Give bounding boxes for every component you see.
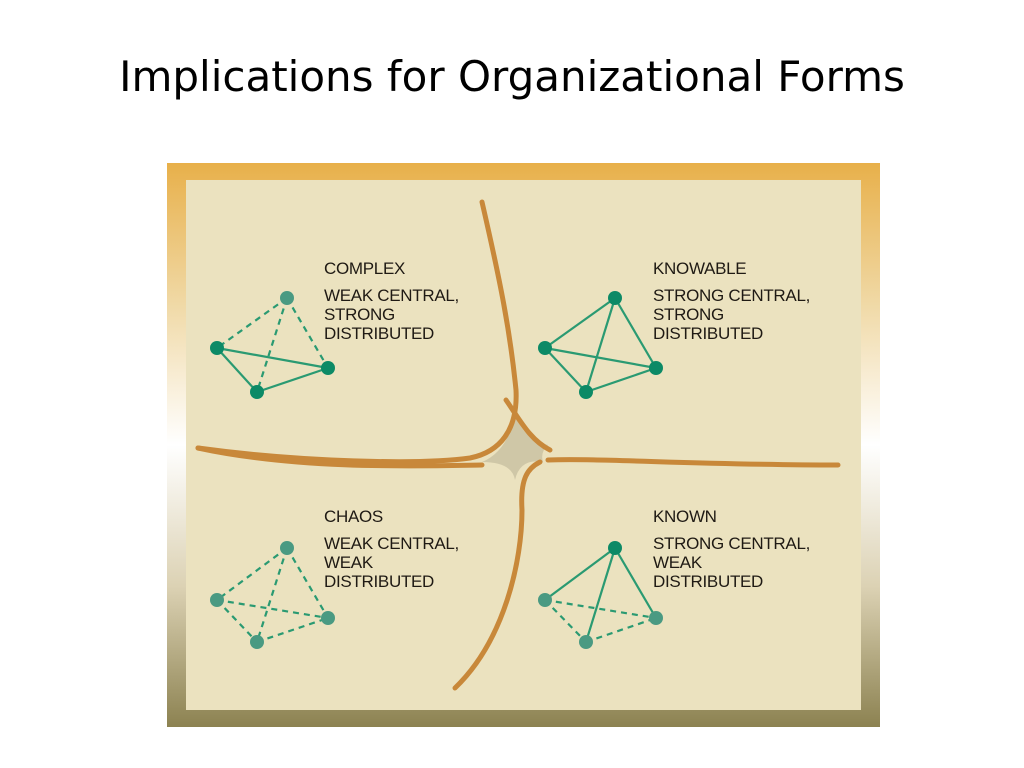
boundary-top-left — [195, 199, 519, 465]
node-dot — [649, 361, 663, 375]
boundary-bottom — [452, 459, 543, 691]
quadrant-chaos-description: WEAK CENTRAL, WEAK DISTRIBUTED — [324, 534, 459, 591]
boundary-right — [545, 457, 841, 468]
domain-boundaries — [195, 199, 841, 691]
center-region — [482, 410, 548, 480]
quadrant-complex-description: WEAK CENTRAL, STRONG DISTRIBUTED — [324, 286, 459, 343]
network-knowable — [538, 291, 663, 399]
node-dot — [321, 361, 335, 375]
node-dot — [280, 291, 294, 305]
slide-title: Implications for Organizational Forms — [119, 52, 905, 101]
node-dot — [538, 593, 552, 607]
node-dot — [579, 635, 593, 649]
node-dot — [210, 341, 224, 355]
node-dot — [280, 541, 294, 555]
boundary-top-right — [503, 397, 553, 453]
quadrant-complex-name: COMPLEX — [324, 259, 406, 278]
node-dot — [250, 385, 264, 399]
quadrant-knowable-description: STRONG CENTRAL, STRONG DISTRIBUTED — [653, 286, 811, 343]
quadrant-chaos: CHAOS WEAK CENTRAL, WEAK DISTRIBUTED — [324, 507, 459, 591]
node-dot — [538, 341, 552, 355]
network-known — [538, 541, 663, 649]
node-dot — [608, 291, 622, 305]
node-dot — [250, 635, 264, 649]
node-dot — [608, 541, 622, 555]
quadrant-chaos-name: CHAOS — [324, 507, 383, 526]
quadrant-known: KNOWN STRONG CENTRAL, WEAK DISTRIBUTED — [653, 507, 810, 591]
node-dot — [579, 385, 593, 399]
network-complex — [210, 291, 335, 399]
quadrant-knowable-name: KNOWABLE — [653, 259, 747, 278]
quadrant-complex: COMPLEX WEAK CENTRAL, STRONG DISTRIBUTED — [324, 259, 459, 343]
quadrant-knowable: KNOWABLE STRONG CENTRAL, STRONG DISTRIBU… — [653, 259, 810, 343]
node-dot — [321, 611, 335, 625]
quadrant-known-description: STRONG CENTRAL, WEAK DISTRIBUTED — [653, 534, 811, 591]
node-dot — [649, 611, 663, 625]
quadrant-known-name: KNOWN — [653, 507, 717, 526]
boundary-left-lower — [195, 445, 485, 469]
network-chaos — [210, 541, 335, 649]
node-dot — [210, 593, 224, 607]
